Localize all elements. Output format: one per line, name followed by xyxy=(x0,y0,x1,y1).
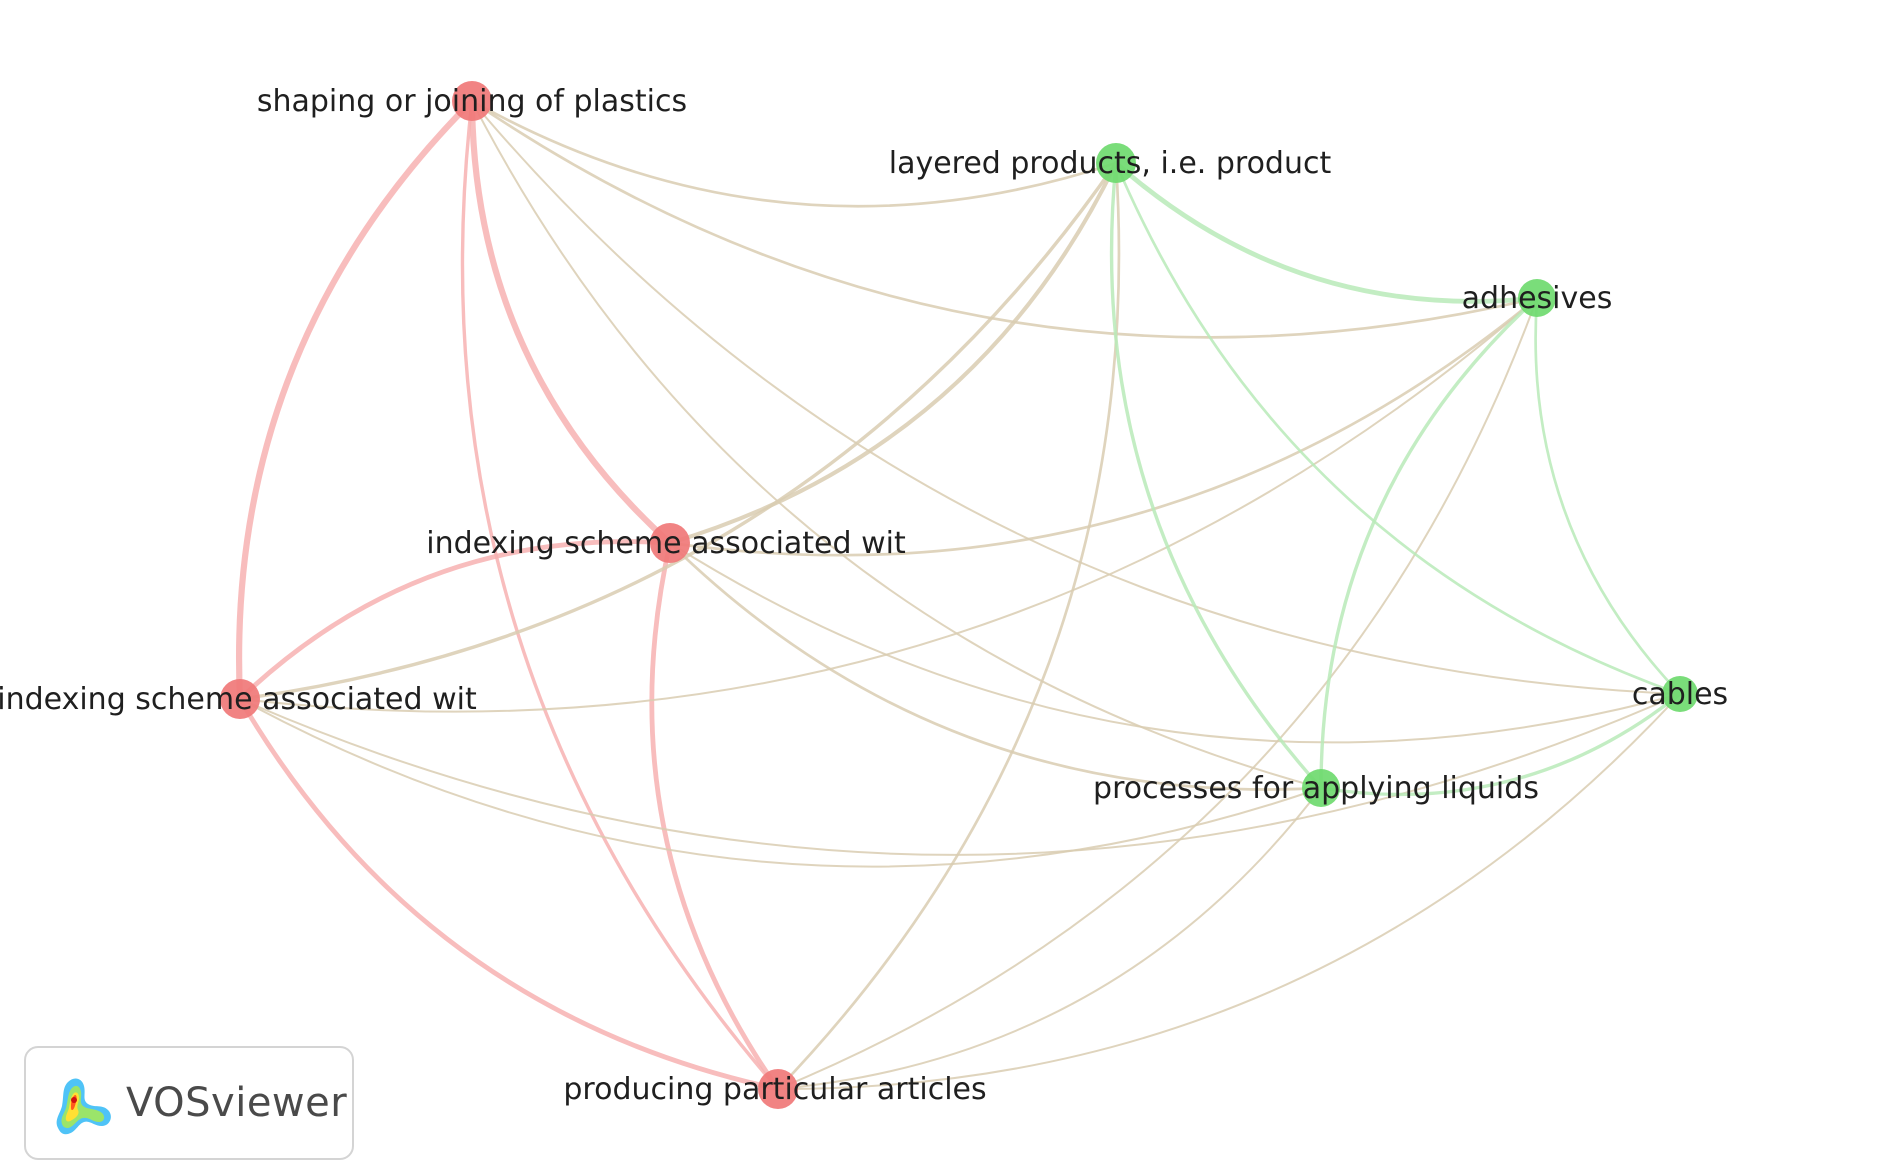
link-n4-n3[interactable] xyxy=(668,296,1539,557)
node-label-n6[interactable]: cables xyxy=(1632,677,1728,712)
node-n1[interactable] xyxy=(452,81,492,121)
link-n4-n6[interactable] xyxy=(669,542,1681,744)
labels-layer: shaping or joining of plastics layered pr… xyxy=(0,84,1728,1107)
node-label-n8[interactable]: producing particular articles xyxy=(563,1072,986,1107)
vosviewer-badge: VOSviewer xyxy=(24,1046,354,1160)
link-n2-n6[interactable] xyxy=(1114,161,1682,696)
node-label-n3[interactable]: adhesives xyxy=(1462,281,1613,316)
node-n2[interactable] xyxy=(1096,143,1136,183)
link-n7-n6[interactable] xyxy=(1319,692,1682,797)
link-n8-n6[interactable] xyxy=(777,693,1681,1091)
node-label-n4[interactable]: indexing scheme associated wit xyxy=(426,526,906,561)
node-n6[interactable] xyxy=(1662,676,1698,712)
link-n1-n8[interactable] xyxy=(460,99,780,1091)
link-n2-n7[interactable] xyxy=(1109,161,1323,790)
links-layer xyxy=(236,97,1682,1092)
node-label-n2[interactable]: layered products, i.e. product xyxy=(889,146,1332,181)
link-n5-n2[interactable] xyxy=(238,161,1118,701)
link-n8-n3[interactable] xyxy=(777,297,1538,1090)
vosviewer-brand-label: VOSviewer xyxy=(126,1080,348,1126)
link-n1-n2[interactable] xyxy=(470,99,1118,208)
link-n4-n7[interactable] xyxy=(668,541,1323,791)
link-n1-n6[interactable] xyxy=(471,100,1681,695)
link-n5-n8[interactable] xyxy=(237,696,781,1092)
link-n1-n4[interactable] xyxy=(468,97,674,547)
link-n4-n2[interactable] xyxy=(667,160,1119,546)
node-n7[interactable] xyxy=(1302,769,1340,807)
link-n2-n3[interactable] xyxy=(1113,160,1540,304)
node-n3[interactable] xyxy=(1518,279,1556,317)
link-n8-n7[interactable] xyxy=(777,787,1322,1090)
link-n5-n6[interactable] xyxy=(239,693,1681,856)
link-n4-n5[interactable] xyxy=(237,539,673,702)
node-n8[interactable] xyxy=(758,1069,798,1109)
link-n4-n8[interactable] xyxy=(649,540,781,1092)
link-n1-n7[interactable] xyxy=(471,100,1322,789)
node-n4[interactable] xyxy=(650,523,690,563)
link-n3-n6[interactable] xyxy=(1534,296,1682,696)
node-label-n7[interactable]: processes for applying liquids xyxy=(1093,771,1539,806)
link-n5-n7[interactable] xyxy=(239,698,1322,868)
node-label-n5[interactable]: indexing scheme associated wit xyxy=(0,682,477,717)
node-n5[interactable] xyxy=(220,679,260,719)
link-n3-n7[interactable] xyxy=(1319,296,1539,790)
node-label-n1[interactable]: shaping or joining of plastics xyxy=(257,84,687,119)
link-n1-n5[interactable] xyxy=(236,97,476,703)
link-n5-n3[interactable] xyxy=(239,297,1538,713)
link-n1-n3[interactable] xyxy=(470,99,1539,339)
nodes-layer xyxy=(220,81,1698,1109)
vosviewer-density-logo-icon xyxy=(56,1078,111,1135)
link-n8-n2[interactable] xyxy=(776,161,1121,1091)
